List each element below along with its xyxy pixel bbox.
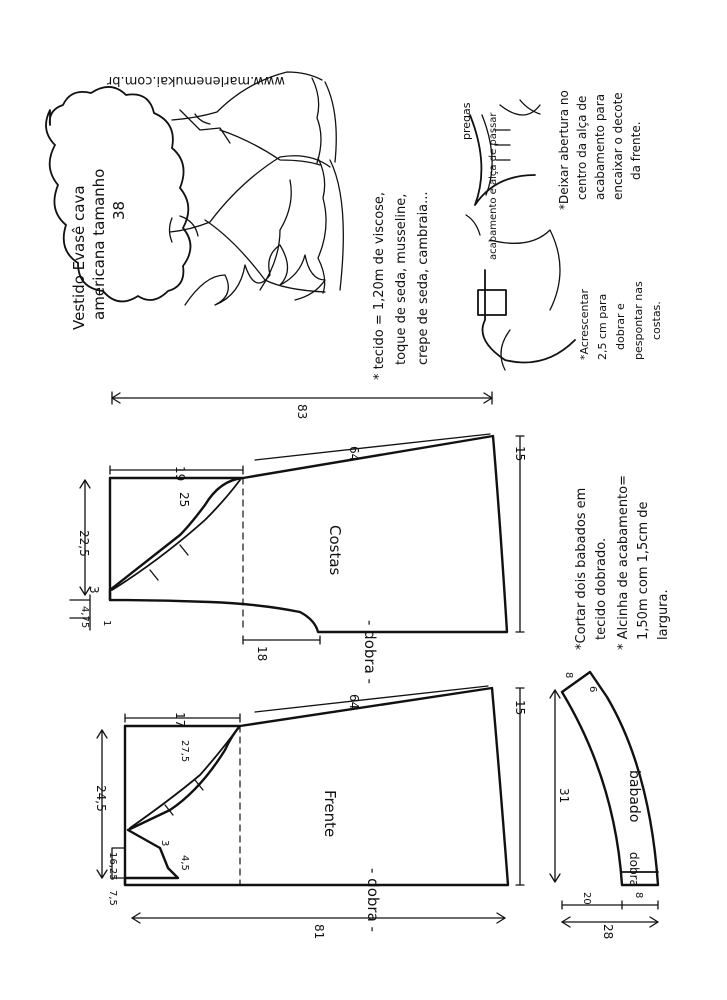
note-abertura: *Deixar abertura no centro da alça de ac…: [557, 90, 643, 210]
costas-dim-lower-curve: 18: [255, 646, 269, 661]
svg-text:*Cortar dois babados em: *Cortar dois babados em: [574, 488, 589, 650]
frente-outline: [123, 686, 510, 887]
costas-dim-top-width: 22,5: [77, 530, 91, 557]
ruffle-notes: *Cortar dois babados em tecido dobrado. …: [574, 475, 671, 650]
frente-dim-neck-b: 7,5: [107, 890, 118, 906]
costas-dim-neck-drop: 3: [87, 586, 101, 594]
pattern-piece-costas: [69, 391, 525, 645]
costas-dim-shoulder-b: 1: [101, 620, 112, 626]
pattern-piece-frente: [96, 685, 525, 924]
frente-fold-label: - dobra -: [364, 868, 382, 932]
svg-text:tecido dobrado.: tecido dobrado.: [594, 538, 609, 640]
frente-dim-neck-a: 16,25: [107, 852, 118, 881]
svg-text:acabamento e alça de passar: acabamento e alça de passar: [488, 112, 499, 260]
svg-text:da frente.: da frente.: [629, 121, 643, 180]
title-cloud: [45, 86, 192, 303]
frente-dim-neck-c: 3: [159, 840, 170, 846]
frente-dim-armhole-curve: 27,5: [179, 740, 190, 762]
dress-sketch-back: [171, 71, 337, 166]
costas-outline: [108, 434, 509, 634]
svg-text:pregas: pregas: [460, 102, 473, 140]
fabric-note-line-1: * tecido = 1,20m de viscose,: [372, 192, 387, 380]
title-size: 38: [110, 201, 128, 220]
costas-dim-hem-width: 64: [347, 446, 361, 461]
fabric-note-line-3: crepe de seda, cambraia...: [416, 191, 431, 365]
svg-text:2,5 cm para: 2,5 cm para: [596, 294, 609, 360]
costas-label: Costas: [326, 525, 344, 576]
svg-text:*Acrescentar: *Acrescentar: [578, 289, 591, 360]
svg-text:encaixar o decote: encaixar o decote: [611, 92, 625, 200]
svg-text:1,50m com 1,5cm de: 1,50m com 1,5cm de: [636, 501, 651, 640]
svg-text:*Deixar abertura no: *Deixar abertura no: [557, 90, 571, 210]
svg-text:centro da alça de: centro da alça de: [575, 96, 589, 200]
babado-dim-width-a: 20: [581, 892, 592, 905]
costas-fold-label: - dobra -: [361, 620, 379, 684]
costas-dim-armhole-depth: 19: [173, 466, 187, 481]
note-pregas: pregas: [460, 102, 473, 140]
babado-fold-label: dobra: [627, 852, 641, 887]
babado-dim-top-a: 8: [563, 672, 574, 678]
fabric-note: * tecido = 1,20m de viscose, toque de se…: [372, 191, 431, 380]
pattern-piece-babado: [549, 670, 660, 928]
frente-dim-neck-d: 4,5: [179, 855, 190, 871]
detail-sketch-strap: [477, 229, 576, 371]
title-block: Vestido Evasê cava americana tamanho 38: [70, 169, 128, 330]
costas-dim-shoulder-a: 4,75: [79, 606, 90, 628]
svg-text:* Alcinha de acabamento=: * Alcinha de acabamento=: [616, 475, 631, 650]
frente-dim-top-width: 24,5: [94, 785, 108, 812]
costas-dim-total-length: 83: [295, 404, 309, 419]
website-text: www.marlenemukai.com.br: [106, 73, 285, 88]
babado-dim-length: 31: [557, 788, 571, 803]
frente-dim-hem-rise: 15: [513, 700, 527, 715]
costas-dim-hem-rise: 15: [513, 446, 527, 461]
costas-dim-armhole-curve: 25: [177, 492, 191, 507]
title-line-1: Vestido Evasê cava: [70, 185, 88, 330]
title-line-2: americana tamanho: [90, 169, 108, 320]
fabric-note-line-2: toque de seda, musseline,: [394, 194, 409, 365]
babado-dim-width-b: 8: [633, 892, 644, 898]
note-acabamento: acabamento e alça de passar: [488, 112, 499, 260]
svg-text:pespontar nas: pespontar nas: [632, 281, 645, 360]
frente-dim-armhole-depth: 17: [173, 712, 187, 727]
babado-dim-top-b: 6: [587, 686, 598, 692]
svg-text:dobrar e: dobrar e: [614, 303, 627, 350]
frente-dim-total-length: 81: [312, 924, 326, 939]
babado-dim-width-total: 28: [601, 924, 615, 939]
svg-text:costas.: costas.: [650, 301, 663, 340]
signature-scribble: [184, 244, 326, 306]
dress-sketch-front: [168, 155, 344, 294]
note-acrescentar: *Acrescentar 2,5 cm para dobrar e pespon…: [578, 281, 663, 360]
babado-label: babado: [626, 770, 642, 822]
svg-text:largura.: largura.: [656, 589, 671, 640]
babado-outline: [560, 670, 660, 887]
detail-sketch-neckline: [465, 99, 541, 236]
svg-text:acabamento para: acabamento para: [593, 94, 607, 200]
frente-dim-hem-width: 64: [347, 694, 361, 709]
frente-label: Frente: [321, 790, 339, 837]
